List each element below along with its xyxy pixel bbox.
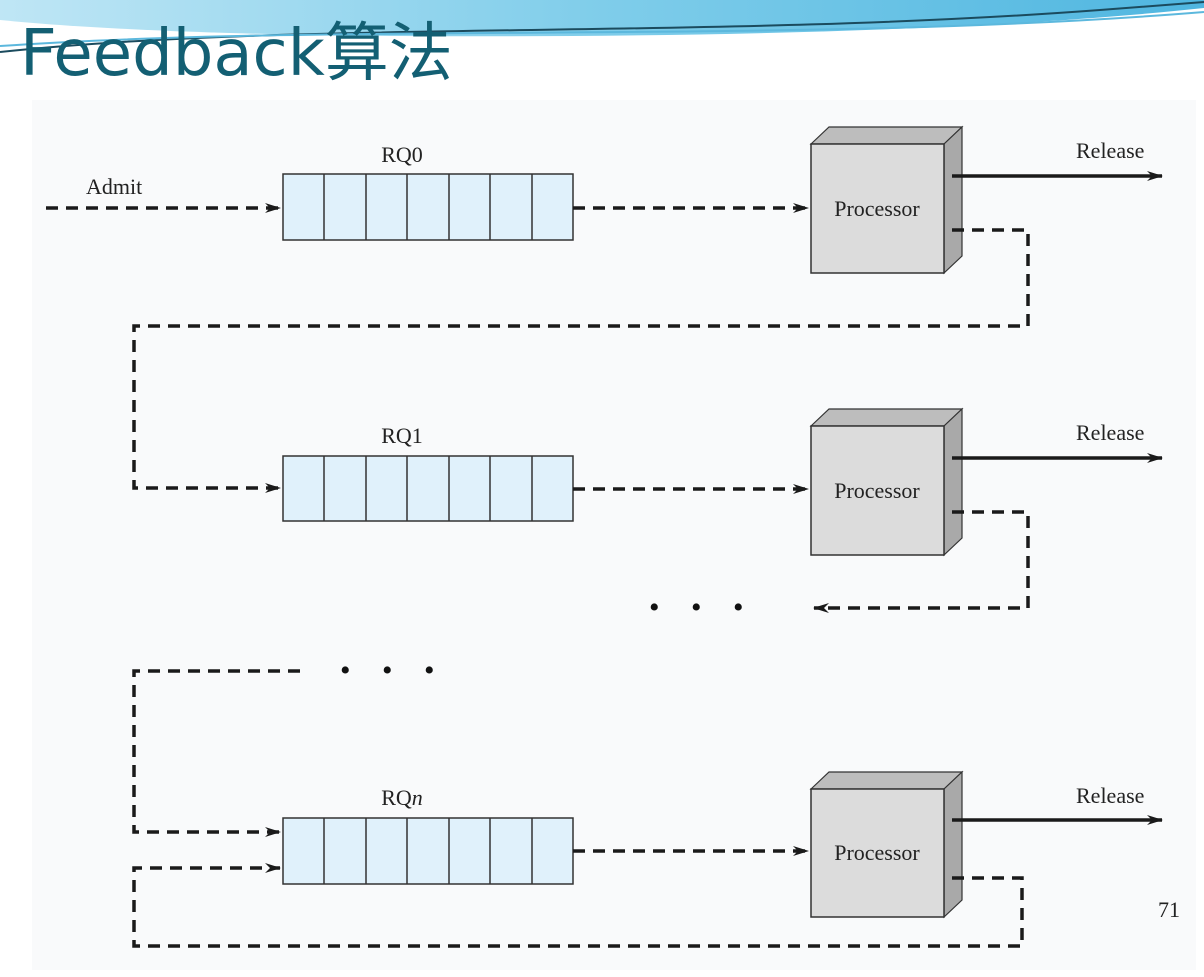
slide-title: Feedback算法 — [20, 17, 453, 91]
feedback-path-rqn-loop — [132, 863, 1024, 948]
release-label: Release — [1076, 138, 1144, 163]
queue-box — [282, 817, 574, 885]
feedback-path-1-to-next — [813, 510, 1030, 613]
header-banner — [0, 0, 1204, 53]
feedback-path-0-to-1 — [132, 228, 1030, 493]
feedback-path-to-rqn — [132, 669, 300, 837]
page-number: 71 — [1158, 897, 1180, 922]
queue-rq0: RQ0 — [282, 142, 574, 241]
admit-label: Admit — [86, 174, 142, 199]
queue-rqn: RQn — [282, 785, 574, 885]
diagram-canvas: Admit RQ0 Processor Release RQ1 Proces — [46, 125, 1163, 948]
queue-label-rqn: RQn — [381, 785, 423, 810]
processor-1: Processor — [809, 407, 964, 557]
processor-label: Processor — [834, 840, 920, 865]
processor-label: Processor — [834, 478, 920, 503]
processor-n: Processor — [809, 770, 964, 919]
processor-0: Processor — [809, 125, 964, 275]
feedback-diagram: Admit RQ0 Processor Release RQ1 Proces — [32, 100, 1196, 970]
queue-label-rq0: RQ0 — [381, 142, 423, 167]
ellipsis-left: • • • — [340, 654, 447, 687]
release-label: Release — [1076, 783, 1144, 808]
queue-box — [282, 455, 574, 522]
ellipsis-right: • • • — [649, 591, 756, 624]
queue-label-rq1: RQ1 — [381, 423, 423, 448]
queue-box — [282, 173, 574, 241]
release-label: Release — [1076, 420, 1144, 445]
processor-label: Processor — [834, 196, 920, 221]
queue-rq1: RQ1 — [282, 423, 574, 522]
